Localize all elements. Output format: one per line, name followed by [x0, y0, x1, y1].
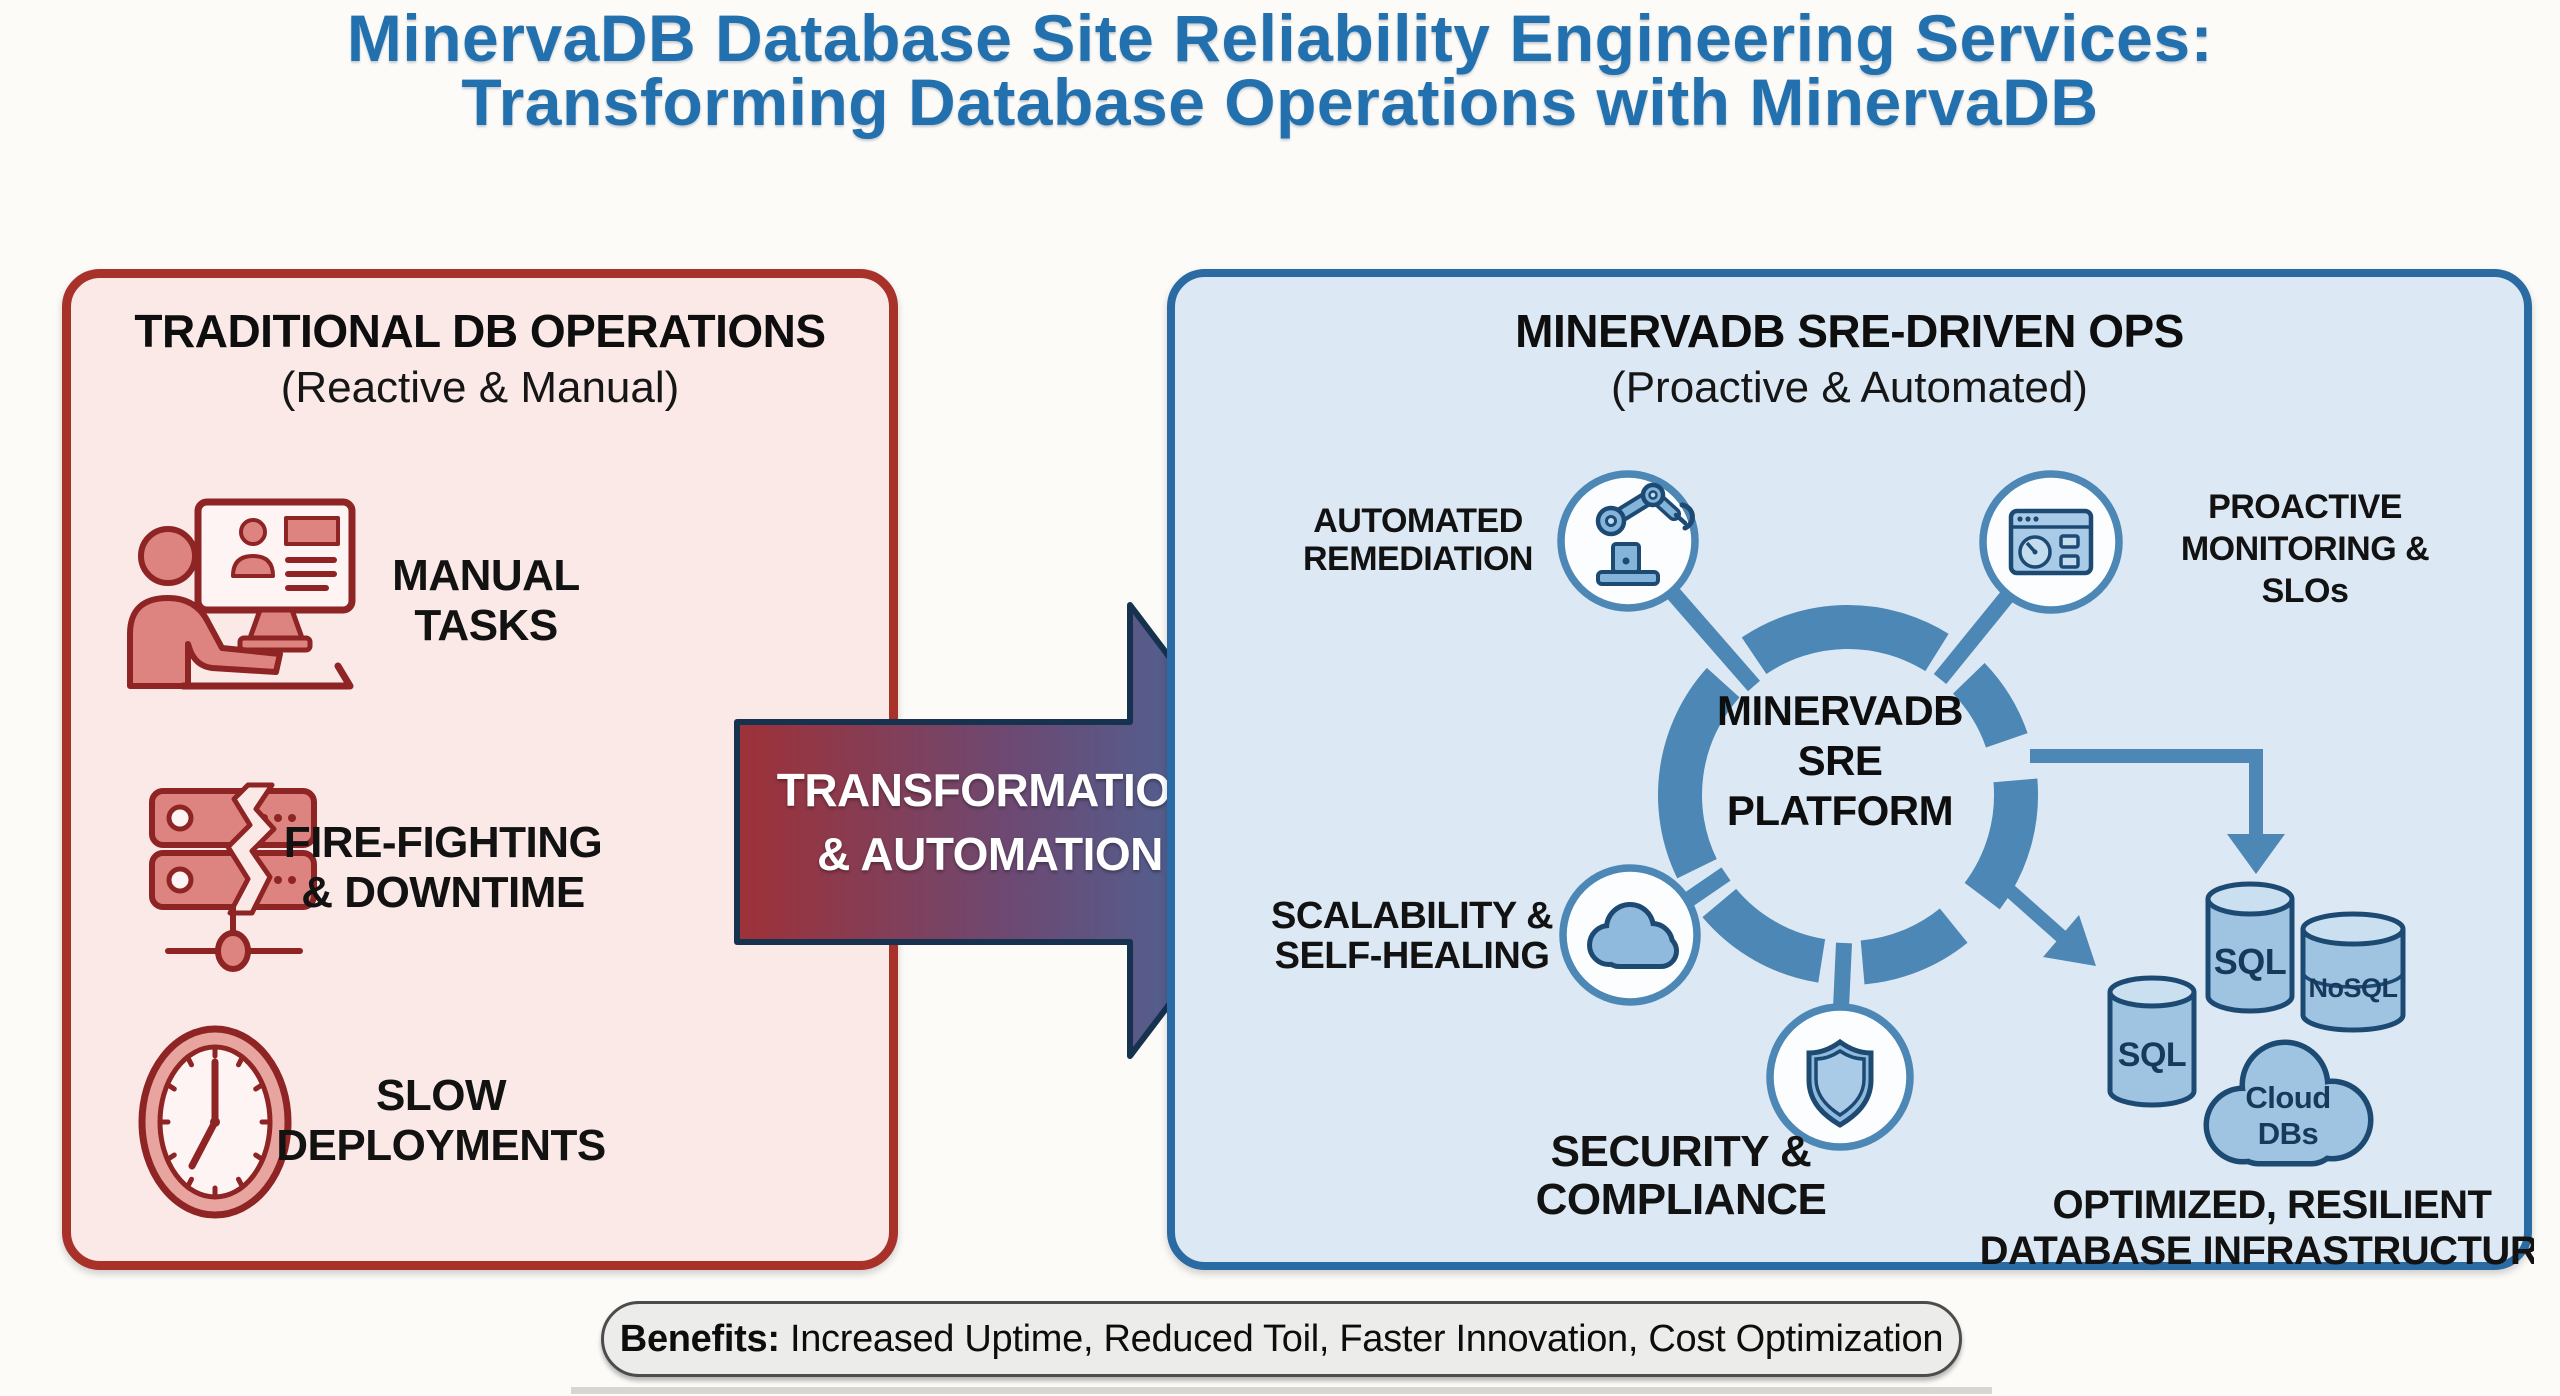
cloud-dbs-label-line2: DBs	[2258, 1116, 2319, 1151]
automated-remediation-label: AUTOMATED	[1313, 502, 1523, 540]
robot-arm-icon	[1595, 482, 1695, 586]
svg-text:SLOs: SLOs	[2262, 572, 2349, 610]
transformation-arrow-label: TRANSFORMATION & AUTOMATION	[776, 764, 1204, 880]
shield-icon	[1806, 1038, 1874, 1128]
benefits-text: Increased Uptime, Reduced Toil, Faster I…	[779, 1318, 1944, 1360]
page-title: MinervaDB Database Site Reliability Engi…	[0, 1, 2560, 139]
fire-fighting-label: FIRE-FIGHTING & DOWNTIME	[283, 818, 603, 917]
sql-db-left-icon	[2107, 975, 2197, 1108]
nosql-label: NoSQL	[2309, 973, 2398, 1003]
svg-text:REMEDIATION: REMEDIATION	[1303, 540, 1533, 578]
sql-top-label: SQL	[2214, 941, 2287, 982]
svg-text:MONITORING &: MONITORING &	[2181, 530, 2429, 568]
svg-text:COMPLIANCE: COMPLIANCE	[1536, 1175, 1827, 1224]
monitoring-dashboard-icon	[2008, 508, 2094, 576]
diagonal-arrowhead-icon	[2043, 915, 2096, 966]
sql-left-label: SQL	[2118, 1036, 2186, 1074]
page-title-line1: MinervaDB Database Site Reliability Engi…	[346, 1, 2214, 75]
person-computer-icon	[127, 498, 356, 690]
bottom-strip	[571, 1387, 1992, 1394]
down-arrowhead-icon	[2227, 834, 2285, 874]
svg-text:SELF-HEALING: SELF-HEALING	[1275, 935, 1550, 977]
broken-server-icon	[149, 782, 317, 972]
sql-db-top-icon	[2205, 881, 2295, 1014]
sre-diagram: MINERVADB SRE PLATFORM AUTOMATED REMEDIA…	[1271, 470, 2534, 1271]
nosql-db-icon	[2300, 911, 2406, 1033]
hub-connectors	[1665, 586, 2016, 1009]
left-panel-subheading: (Reactive & Manual)	[280, 363, 680, 412]
output-arrows	[2003, 749, 2285, 966]
cloud-icon	[1587, 902, 1679, 969]
automated-remediation-circle	[1557, 470, 1699, 612]
left-panel-icons	[127, 498, 356, 1219]
left-panel-heading: TRADITIONAL DB OPERATIONS	[134, 305, 826, 357]
scalability-label: SCALABILITY &	[1271, 895, 1553, 937]
security-label: SECURITY &	[1551, 1127, 1812, 1176]
proactive-monitoring-label: PROACTIVE	[2208, 488, 2402, 526]
right-panel-heading: MINERVADB SRE-DRIVEN OPS	[1515, 305, 2184, 357]
page-title-line2: Transforming Database Operations with Mi…	[461, 65, 2099, 139]
right-panel-subheading: (Proactive & Automated)	[1611, 363, 2088, 412]
benefits-bar: Benefits: Increased Uptime, Reduced Toil…	[601, 1301, 1962, 1377]
slow-deployments-label: SLOW DEPLOYMENTS	[276, 1071, 606, 1170]
platform-label-line3: PLATFORM	[1727, 787, 1953, 834]
platform-label-line1: MINERVADB	[1717, 687, 1963, 734]
cloud-dbs-label-line1: Cloud	[2245, 1080, 2330, 1115]
outcome-label-line2: DATABASE INFRASTRUCTURE	[1980, 1229, 2534, 1271]
clock-icon	[138, 1025, 292, 1219]
cloud-dbs-icon	[2203, 1039, 2374, 1167]
benefits-prefix: Benefits:	[619, 1318, 780, 1360]
sre-platform-ring	[1658, 605, 2038, 985]
manual-tasks-label: MANUAL TASKS	[392, 551, 580, 650]
platform-label-line2: SRE	[1798, 737, 1883, 784]
outcome-label-line1: OPTIMIZED, RESILIENT	[2053, 1183, 2492, 1227]
